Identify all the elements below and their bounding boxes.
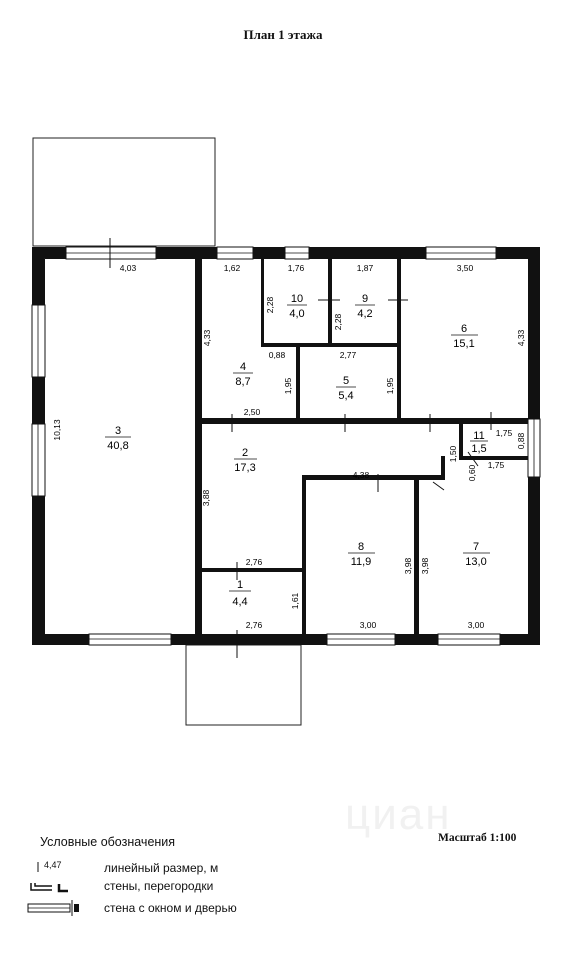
room-7-number: 7: [473, 541, 479, 553]
legend-item-window-door: стена с окном и дверью: [104, 901, 237, 915]
room-8-number: 8: [358, 541, 364, 553]
room-6-area: 15,1: [453, 338, 474, 350]
room-3-number: 3: [115, 425, 121, 437]
dim-label: 2,76: [246, 620, 263, 630]
dim-label: 0,88: [269, 350, 286, 360]
room-1-number: 1: [237, 579, 243, 591]
room-5-area: 5,4: [338, 390, 353, 402]
dim-label: 2,28: [333, 313, 343, 330]
dim-label: 10,13: [52, 419, 62, 441]
dim-label: 3,50: [457, 263, 474, 273]
room-11-area: 1,5: [471, 443, 486, 455]
dim-label: 2,77: [340, 350, 357, 360]
dim-label: 1,75: [496, 428, 513, 438]
room-1-area: 4,4: [232, 596, 247, 608]
dim-label: 1,87: [357, 263, 374, 273]
room-9-number: 9: [362, 293, 368, 305]
dimension-labels: 4,03 1,62 1,76 1,87 3,50 0,88 2,77 2,50 …: [52, 263, 526, 630]
dim-label: 2,76: [246, 557, 263, 567]
terrace-outline: [32, 137, 216, 247]
dim-label: 4,33: [202, 329, 212, 346]
room-labels: 1 4,4 2 17,3 3 40,8 4 8,7 5 5,4 6 15,1 7…: [105, 293, 490, 608]
room-4-number: 4: [240, 361, 246, 373]
dim-label: 0,60: [467, 464, 477, 481]
legend-symbols: [27, 862, 79, 916]
dim-label: 3,00: [360, 620, 377, 630]
dim-label: 1,62: [224, 263, 241, 273]
dim-label: 3,98: [403, 557, 413, 574]
dim-label: 1,95: [385, 377, 395, 394]
dim-label: 3,00: [468, 620, 485, 630]
dim-label: 0,88: [516, 432, 526, 449]
dim-label: 4,03: [120, 263, 137, 273]
dim-label: 1,95: [283, 377, 293, 394]
dim-label: 1,75: [488, 460, 505, 470]
interior-walls: [195, 259, 528, 634]
dim-label: 2,50: [244, 407, 261, 417]
scale-label: Масштаб 1:100: [438, 832, 517, 844]
legend-item-walls: стены, перегородки: [104, 879, 214, 893]
room-10-area: 4,0: [289, 308, 304, 320]
room-9-area: 4,2: [357, 308, 372, 320]
porch-outline: [185, 644, 302, 726]
room-3-area: 40,8: [107, 440, 128, 452]
room-5-number: 5: [343, 375, 349, 387]
room-11-number: 11: [473, 430, 484, 442]
room-8-area: 11,9: [351, 556, 372, 568]
dim-label: 1,76: [288, 263, 305, 273]
legend-item-dimension: линейный размер, м: [104, 861, 219, 875]
room-6-number: 6: [461, 323, 467, 335]
room-2-area: 17,3: [234, 462, 255, 474]
dim-label: 1,50: [448, 445, 458, 462]
legend-title: Условные обозначения: [40, 835, 176, 849]
dim-label: 3,98: [420, 557, 430, 574]
dim-label: 2,28: [265, 296, 275, 313]
dim-label: 4,38: [353, 470, 370, 480]
room-7-area: 13,0: [465, 556, 486, 568]
door-markers: [109, 238, 492, 658]
dim-label: 4,33: [516, 329, 526, 346]
dim-label: 3,88: [201, 489, 211, 506]
dim-label: 1,61: [290, 592, 300, 609]
legend-sample-value: 4,47: [44, 860, 62, 870]
room-2-number: 2: [242, 447, 248, 459]
room-10-number: 10: [291, 293, 303, 305]
plan-title: План 1 этажа: [243, 27, 323, 42]
watermark: циан: [345, 790, 452, 839]
room-4-area: 8,7: [235, 376, 250, 388]
